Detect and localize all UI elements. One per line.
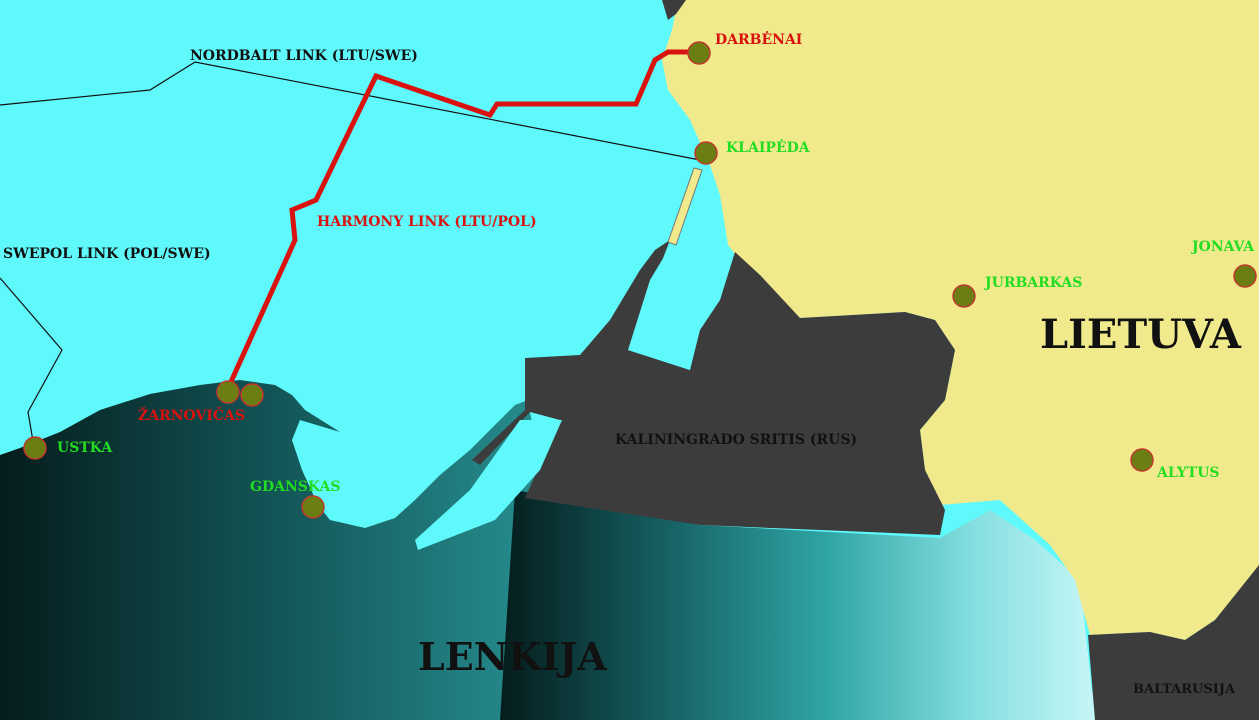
city-dot-zarnovicas-1[interactable] — [216, 380, 240, 404]
region-belarus — [1088, 565, 1259, 720]
city-dot-jurbarkas[interactable] — [952, 284, 976, 308]
city-dot-alytus[interactable] — [1130, 448, 1154, 472]
city-dot-jonava[interactable] — [1233, 264, 1257, 288]
label-jurbarkas: JURBARKAS — [983, 275, 1082, 291]
harmony-cable — [227, 49, 700, 386]
label-nordbalt: NORDBALT LINK (LTU/SWE) — [190, 48, 418, 64]
region-lithuania — [662, 0, 1259, 640]
label-swepol: SWEPOL LINK (POL/SWE) — [3, 246, 211, 262]
city-dot-darbenai[interactable] — [687, 41, 711, 65]
label-lietuva: LIETUVA — [1040, 311, 1242, 358]
label-baltarusija: BALTARUSIJA — [1133, 682, 1236, 697]
label-darbenai: DARBĖNAI — [715, 29, 802, 48]
swepol-cable — [0, 277, 63, 448]
vistula-lagoon — [415, 420, 562, 550]
label-lenkija: LENKIJA — [418, 634, 607, 679]
label-gdanskas: GDANSKAS — [250, 479, 340, 495]
city-dot-gdanskas[interactable] — [301, 495, 325, 519]
curonian-spit — [667, 167, 703, 246]
city-dot-zarnovicas-2[interactable] — [240, 383, 264, 407]
city-dot-klaipeda[interactable] — [694, 141, 718, 165]
label-harmony: HARMONY LINK (LTU/POL) — [317, 214, 537, 230]
label-zarnovicas: ŽARNOVIČAS — [138, 406, 245, 424]
city-dot-ustka[interactable] — [23, 436, 47, 460]
label-jonava: JONAVA — [1190, 239, 1255, 255]
nordbalt-cable — [0, 61, 701, 161]
label-alytus: ALYTUS — [1156, 465, 1220, 481]
region-top-sliver — [662, 0, 686, 20]
region-poland-east — [500, 490, 1095, 720]
label-ustka: USTKA — [57, 440, 113, 456]
curonian-lagoon — [628, 170, 728, 370]
label-kaliningrad: KALININGRADO SRITIS (RUS) — [615, 432, 857, 448]
label-klaipeda: KLAIPĖDA — [726, 137, 811, 156]
region-kaliningrad — [472, 240, 955, 535]
